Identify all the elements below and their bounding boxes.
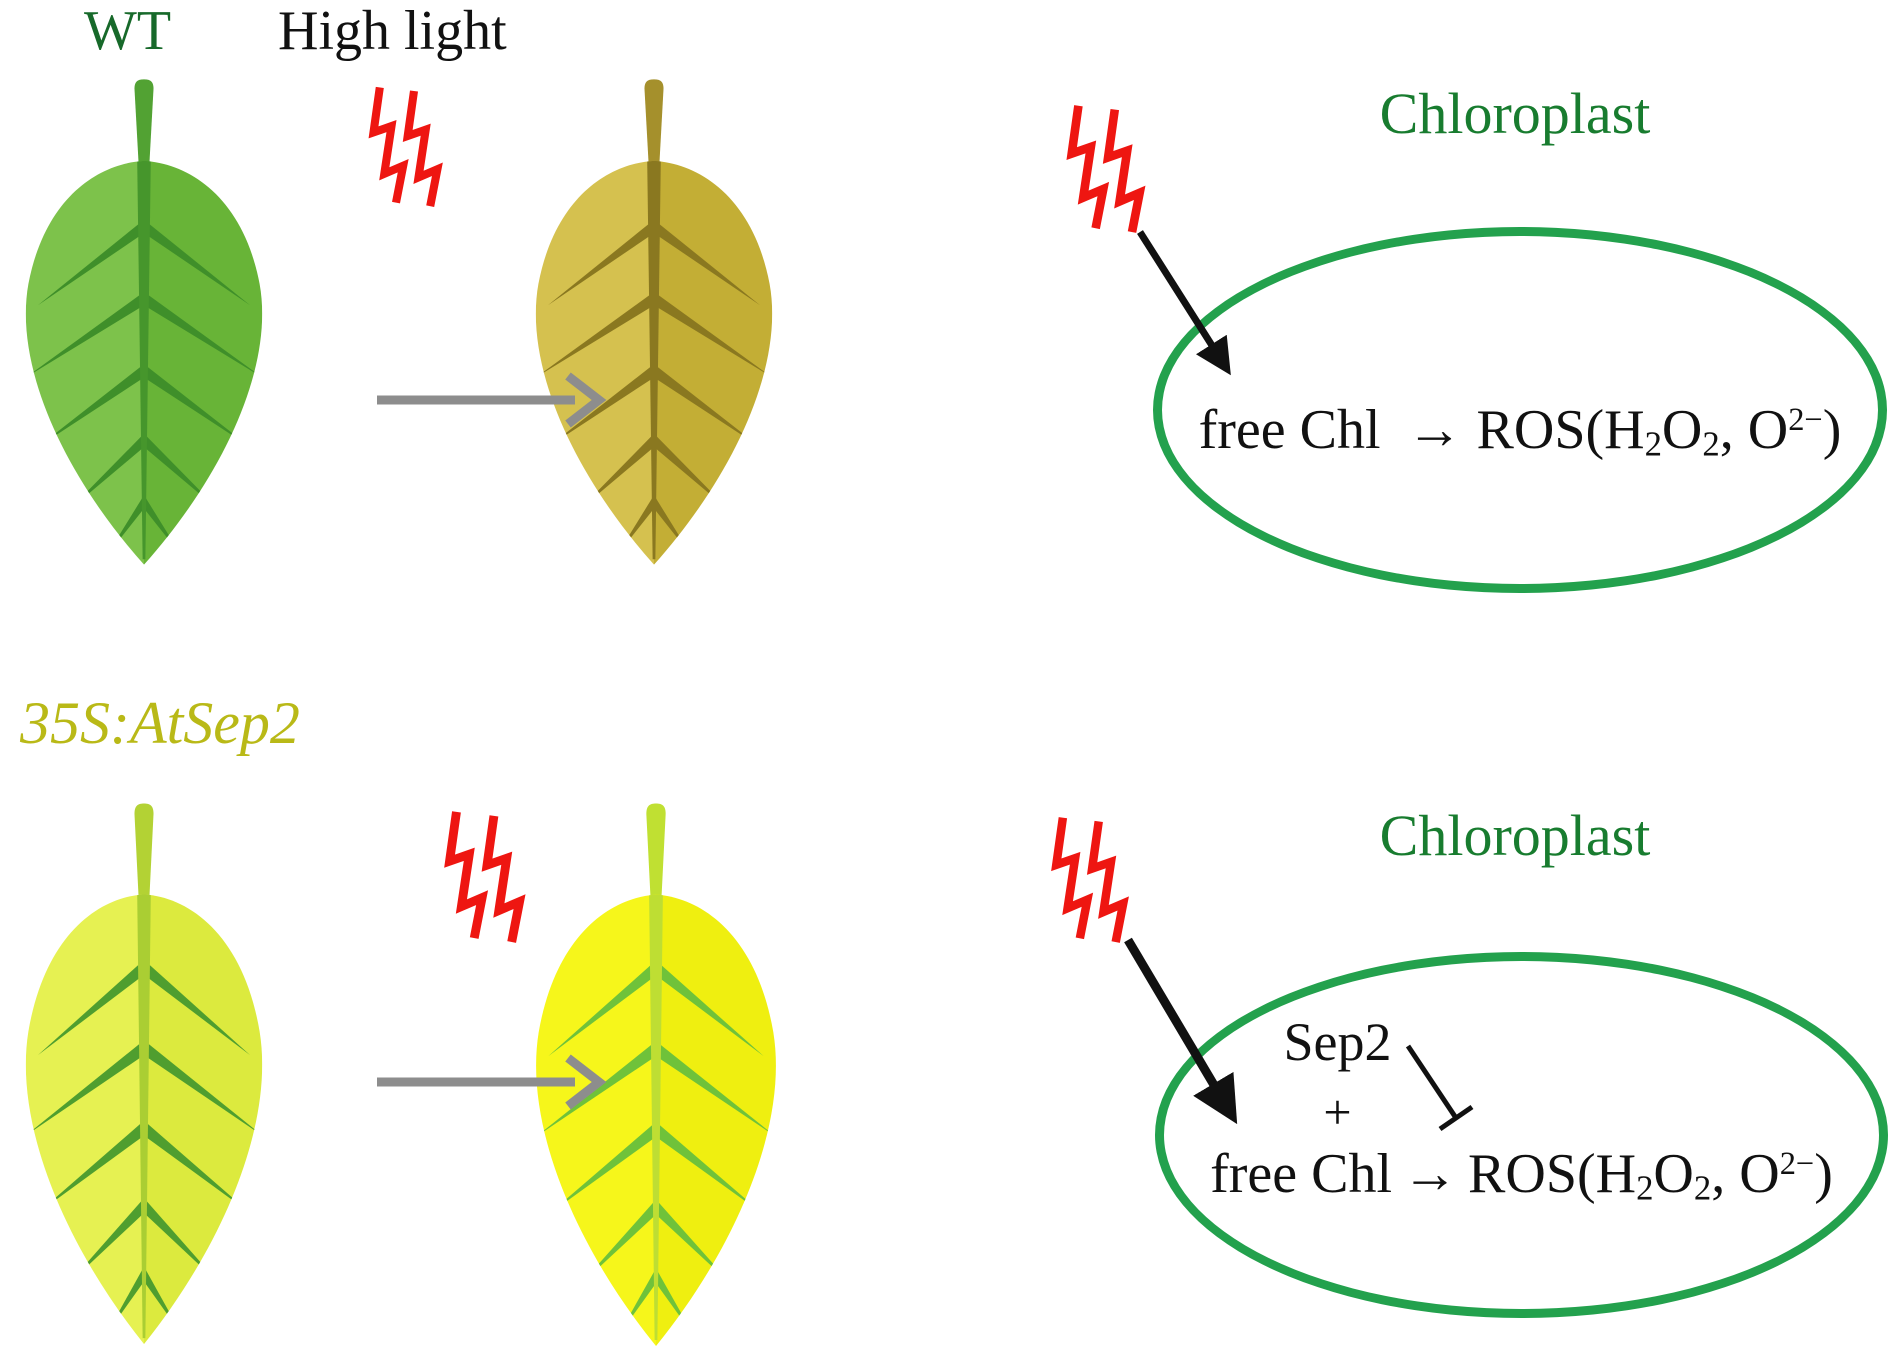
formula-subscript: 2 <box>1636 1168 1654 1208</box>
formula-close: ) <box>1822 399 1842 461</box>
formula-subscript: 2 <box>1644 424 1662 464</box>
wt-genotype-label: WT <box>84 0 172 62</box>
formula-product: ROS(H <box>1476 399 1645 461</box>
ros-formula-wt: free Chl→ROS(H2O2, O2−) <box>1153 398 1887 465</box>
formula-superscript: 2− <box>1788 402 1823 439</box>
formula-product: , O <box>1711 1143 1780 1205</box>
formula-product: ROS(H <box>1468 1143 1637 1205</box>
chloroplast-ellipse-sep2 <box>1155 952 1888 1318</box>
formula-product: , O <box>1719 399 1789 461</box>
formula-subscript: 2 <box>1702 424 1720 464</box>
sep2-protein-label: Sep2 <box>1283 1012 1392 1072</box>
lightning-bolts-wt-mid <box>374 87 438 206</box>
leaf-sep2-yellow-green <box>8 802 280 1350</box>
lightning-bolts-sep2-mid <box>450 812 520 942</box>
leaf-wt-green <box>8 78 280 570</box>
leaf-sep2-yellow <box>518 802 794 1352</box>
formula-subscript: 2 <box>1693 1168 1712 1208</box>
ros-formula-sep2: free Chl→ROS(H2O2, O2−) <box>1155 1142 1888 1209</box>
plus-sign: + <box>1323 1084 1352 1140</box>
formula-superscript: 2− <box>1779 1146 1815 1183</box>
chloroplast-title-wt: Chloroplast <box>1379 81 1651 146</box>
formula-reactant: free Chl <box>1198 399 1381 461</box>
lightning-bolts-wt-chloroplast <box>1072 106 1140 232</box>
reaction-arrow: → <box>1406 399 1463 461</box>
reaction-arrow: → <box>1402 1143 1459 1205</box>
chloroplast-title-sep2: Chloroplast <box>1379 803 1651 868</box>
sep2-genotype-label: 35S:AtSep2 <box>20 690 300 756</box>
formula-reactant: free Chl <box>1210 1143 1393 1205</box>
formula-product: O <box>1653 1143 1694 1205</box>
chloroplast-ellipse-wt <box>1153 227 1887 593</box>
formula-product: O <box>1661 399 1703 461</box>
leaf-wt-bleached <box>518 78 790 570</box>
high-light-label: High light <box>278 0 507 62</box>
formula-close: ) <box>1814 1143 1833 1205</box>
lightning-bolts-sep2-chloroplast <box>1056 818 1123 942</box>
